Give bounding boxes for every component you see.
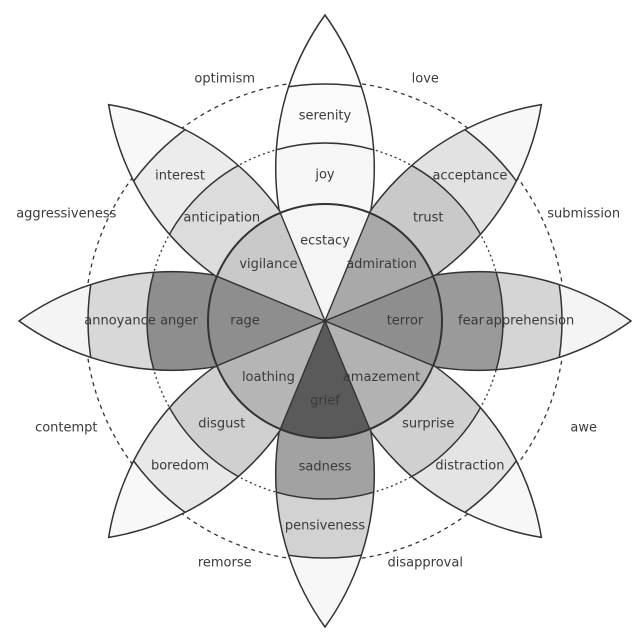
petal-fear: [325, 271, 631, 371]
emotion-label: boredom: [151, 458, 209, 473]
emotion-label: apprehension: [486, 314, 575, 329]
petal-basic-band: [275, 321, 375, 500]
emotion-label: vigilance: [239, 257, 297, 272]
emotion-label: joy: [314, 168, 335, 183]
dyad-label: contempt: [35, 421, 97, 436]
emotion-label: terror: [387, 314, 424, 329]
dyad-label: submission: [547, 206, 620, 221]
emotion-label: fear: [458, 314, 485, 329]
dyad-label: awe: [570, 421, 597, 436]
petal-basic-band: [325, 271, 504, 371]
petal-basic-band: [275, 142, 375, 321]
dyad-label: love: [412, 71, 439, 86]
emotion-label: interest: [155, 169, 205, 184]
petal-mild-band: [87, 271, 325, 371]
emotion-label: acceptance: [432, 169, 507, 184]
dyad-label: optimism: [194, 71, 255, 86]
emotion-label: grief: [310, 394, 340, 409]
emotion-label: loathing: [242, 370, 295, 385]
emotion-label: trust: [413, 210, 444, 225]
petal-anger: [19, 271, 325, 371]
emotion-label: surprise: [402, 417, 454, 432]
emotion-label: sadness: [299, 460, 352, 475]
petal-mild-band: [275, 321, 375, 559]
emotion-label: rage: [230, 314, 260, 329]
dyad-label: disapproval: [388, 556, 463, 571]
emotion-label: anticipation: [183, 210, 260, 225]
petal-joy: [275, 15, 375, 321]
emotion-label: admiration: [346, 257, 417, 272]
emotion-label: annoyance: [84, 314, 155, 329]
emotion-label: serenity: [299, 109, 352, 124]
petal-mild-band: [325, 271, 563, 371]
core-circle: [207, 203, 443, 439]
emotion-label: anger: [160, 314, 198, 329]
dyad-label: aggressiveness: [16, 206, 116, 221]
dyad-label: remorse: [198, 556, 252, 571]
emotion-label: disgust: [198, 417, 245, 432]
petal-basic-band: [146, 271, 325, 371]
emotion-label: amazement: [343, 370, 420, 385]
emotion-label: pensiveness: [285, 519, 366, 534]
petal-sadness: [275, 321, 375, 627]
emotion-label: distraction: [435, 458, 504, 473]
emotion-label: ecstacy: [300, 234, 350, 249]
petal-mild-band: [275, 83, 375, 321]
